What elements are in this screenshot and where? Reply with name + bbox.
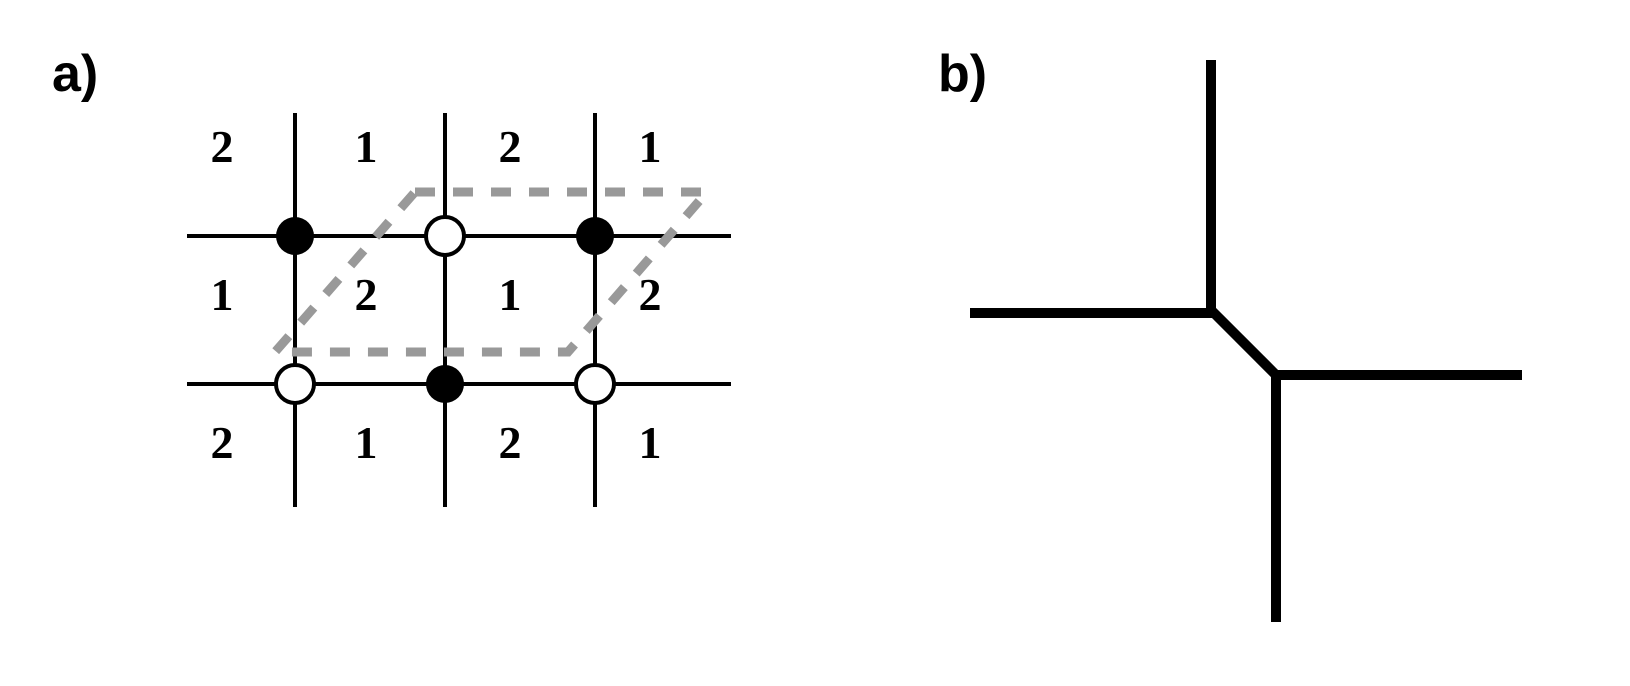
trivalent-vertex-group	[970, 60, 1522, 622]
lattice-node-filled-3	[576, 217, 614, 255]
lattice-node-open-4	[274, 363, 316, 405]
lattice-node-filled-1	[276, 217, 314, 255]
unit-cell-outline	[265, 187, 717, 357]
panel-label-a: a)	[52, 45, 99, 103]
edge-label-1: 2	[210, 121, 234, 172]
lattice-group	[187, 113, 731, 507]
edge-label-6: 2	[354, 269, 378, 320]
lattice-node-open-6	[574, 363, 616, 405]
edge-label-7: 1	[498, 269, 522, 320]
lattice-nodes	[274, 215, 616, 405]
unit-cell-parallelogram	[265, 187, 717, 357]
edge-label-8: 2	[638, 269, 662, 320]
edge-label-4: 1	[638, 121, 662, 172]
edge-label-10: 1	[354, 417, 378, 468]
edge-label-2: 1	[354, 121, 378, 172]
lattice-node-filled-5	[426, 365, 464, 403]
edge-label-3: 2	[498, 121, 522, 172]
panel-label-b: b)	[938, 45, 988, 103]
edge-label-9: 2	[210, 417, 234, 468]
edge-label-12: 1	[638, 417, 662, 468]
edge-label-11: 2	[498, 417, 522, 468]
edge-label-5: 1	[210, 269, 234, 320]
vertex-diagonal-link	[1207, 306, 1280, 379]
lattice-node-open-2	[424, 215, 466, 257]
